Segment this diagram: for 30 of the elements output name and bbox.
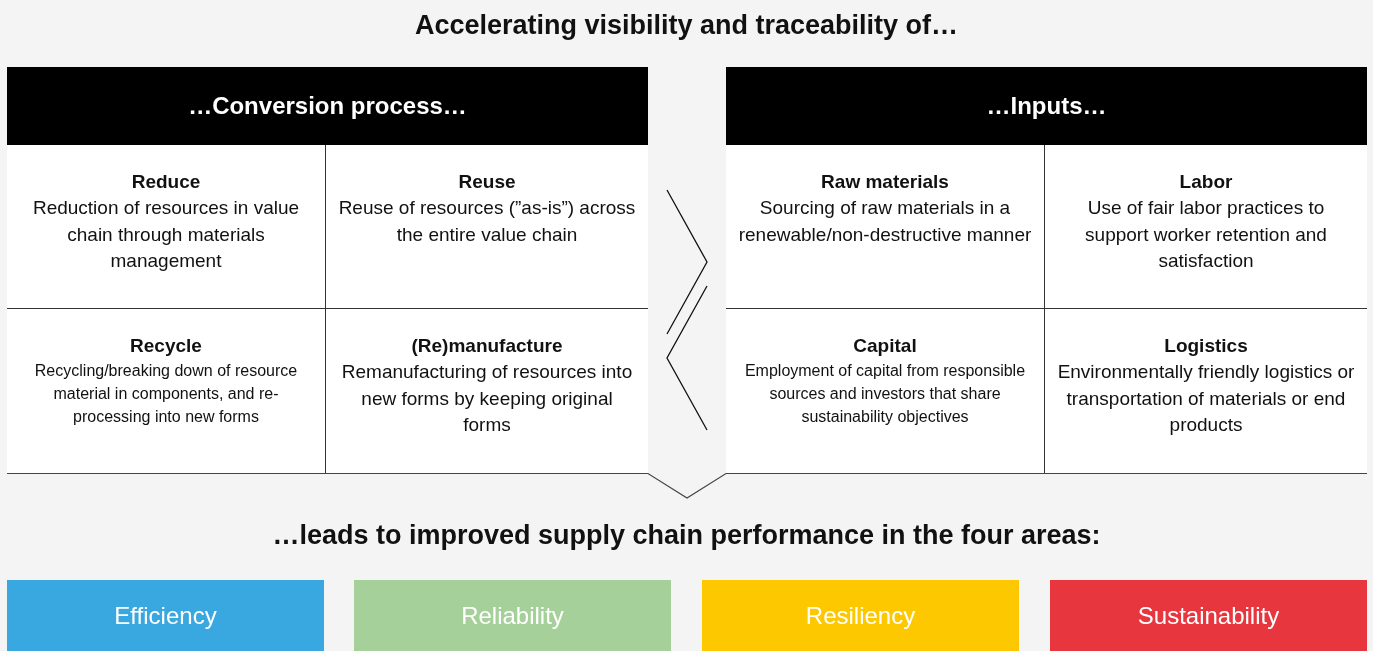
cell-heading: Recycle bbox=[130, 335, 202, 357]
cell-description: Recycling/breaking down of resource material in components, and re-processing into new forms bbox=[33, 361, 299, 428]
category-label: Resiliency bbox=[805, 601, 916, 630]
cell-heading: Capital bbox=[853, 335, 917, 357]
cell-description: Sourcing of raw materials in a renewable/non-destructive manner bbox=[738, 196, 1032, 247]
title: Accelerating visibility and traceability of… bbox=[413, 10, 960, 41]
cell-heading: Logistics bbox=[1164, 335, 1248, 357]
cell-heading: Raw materials bbox=[821, 171, 949, 193]
cell-heading: Reuse bbox=[458, 171, 516, 193]
category-box bbox=[7, 580, 324, 651]
panel-background bbox=[7, 67, 648, 473]
cell-heading: Reduce bbox=[131, 171, 201, 193]
subheading: …leads to improved supply chain performance in the four areas: bbox=[271, 520, 1102, 551]
cell-description: Remanufacturing of resources into new forms by keeping original forms bbox=[340, 360, 634, 438]
category-box bbox=[702, 580, 1019, 651]
category-box bbox=[1050, 580, 1367, 651]
cell-heading: Labor bbox=[1179, 171, 1233, 193]
cell-description: Employment of capital from responsible sources and investors that share sustainability objectives bbox=[743, 361, 1027, 428]
panel-background bbox=[726, 67, 1367, 473]
cell-heading: (Re)manufacture bbox=[411, 335, 563, 357]
category-label: Efficiency bbox=[114, 601, 217, 630]
cell-description: Reuse of resources (”as-is”) across the entire value chain bbox=[338, 196, 636, 247]
category-box bbox=[354, 580, 671, 651]
cell-description: Environmentally friendly logistics or transportation of materials or end products bbox=[1057, 360, 1355, 438]
cell-description: Use of fair labor practices to support worker retention and satisfaction bbox=[1084, 196, 1328, 274]
panel-header: …Inputs… bbox=[726, 67, 1367, 145]
panel-header: …Conversion process… bbox=[7, 67, 648, 145]
cell-description: Reduction of resources in value chain through materials management bbox=[31, 196, 301, 274]
category-label: Reliability bbox=[461, 601, 564, 630]
category-label: Sustainability bbox=[1137, 601, 1280, 630]
